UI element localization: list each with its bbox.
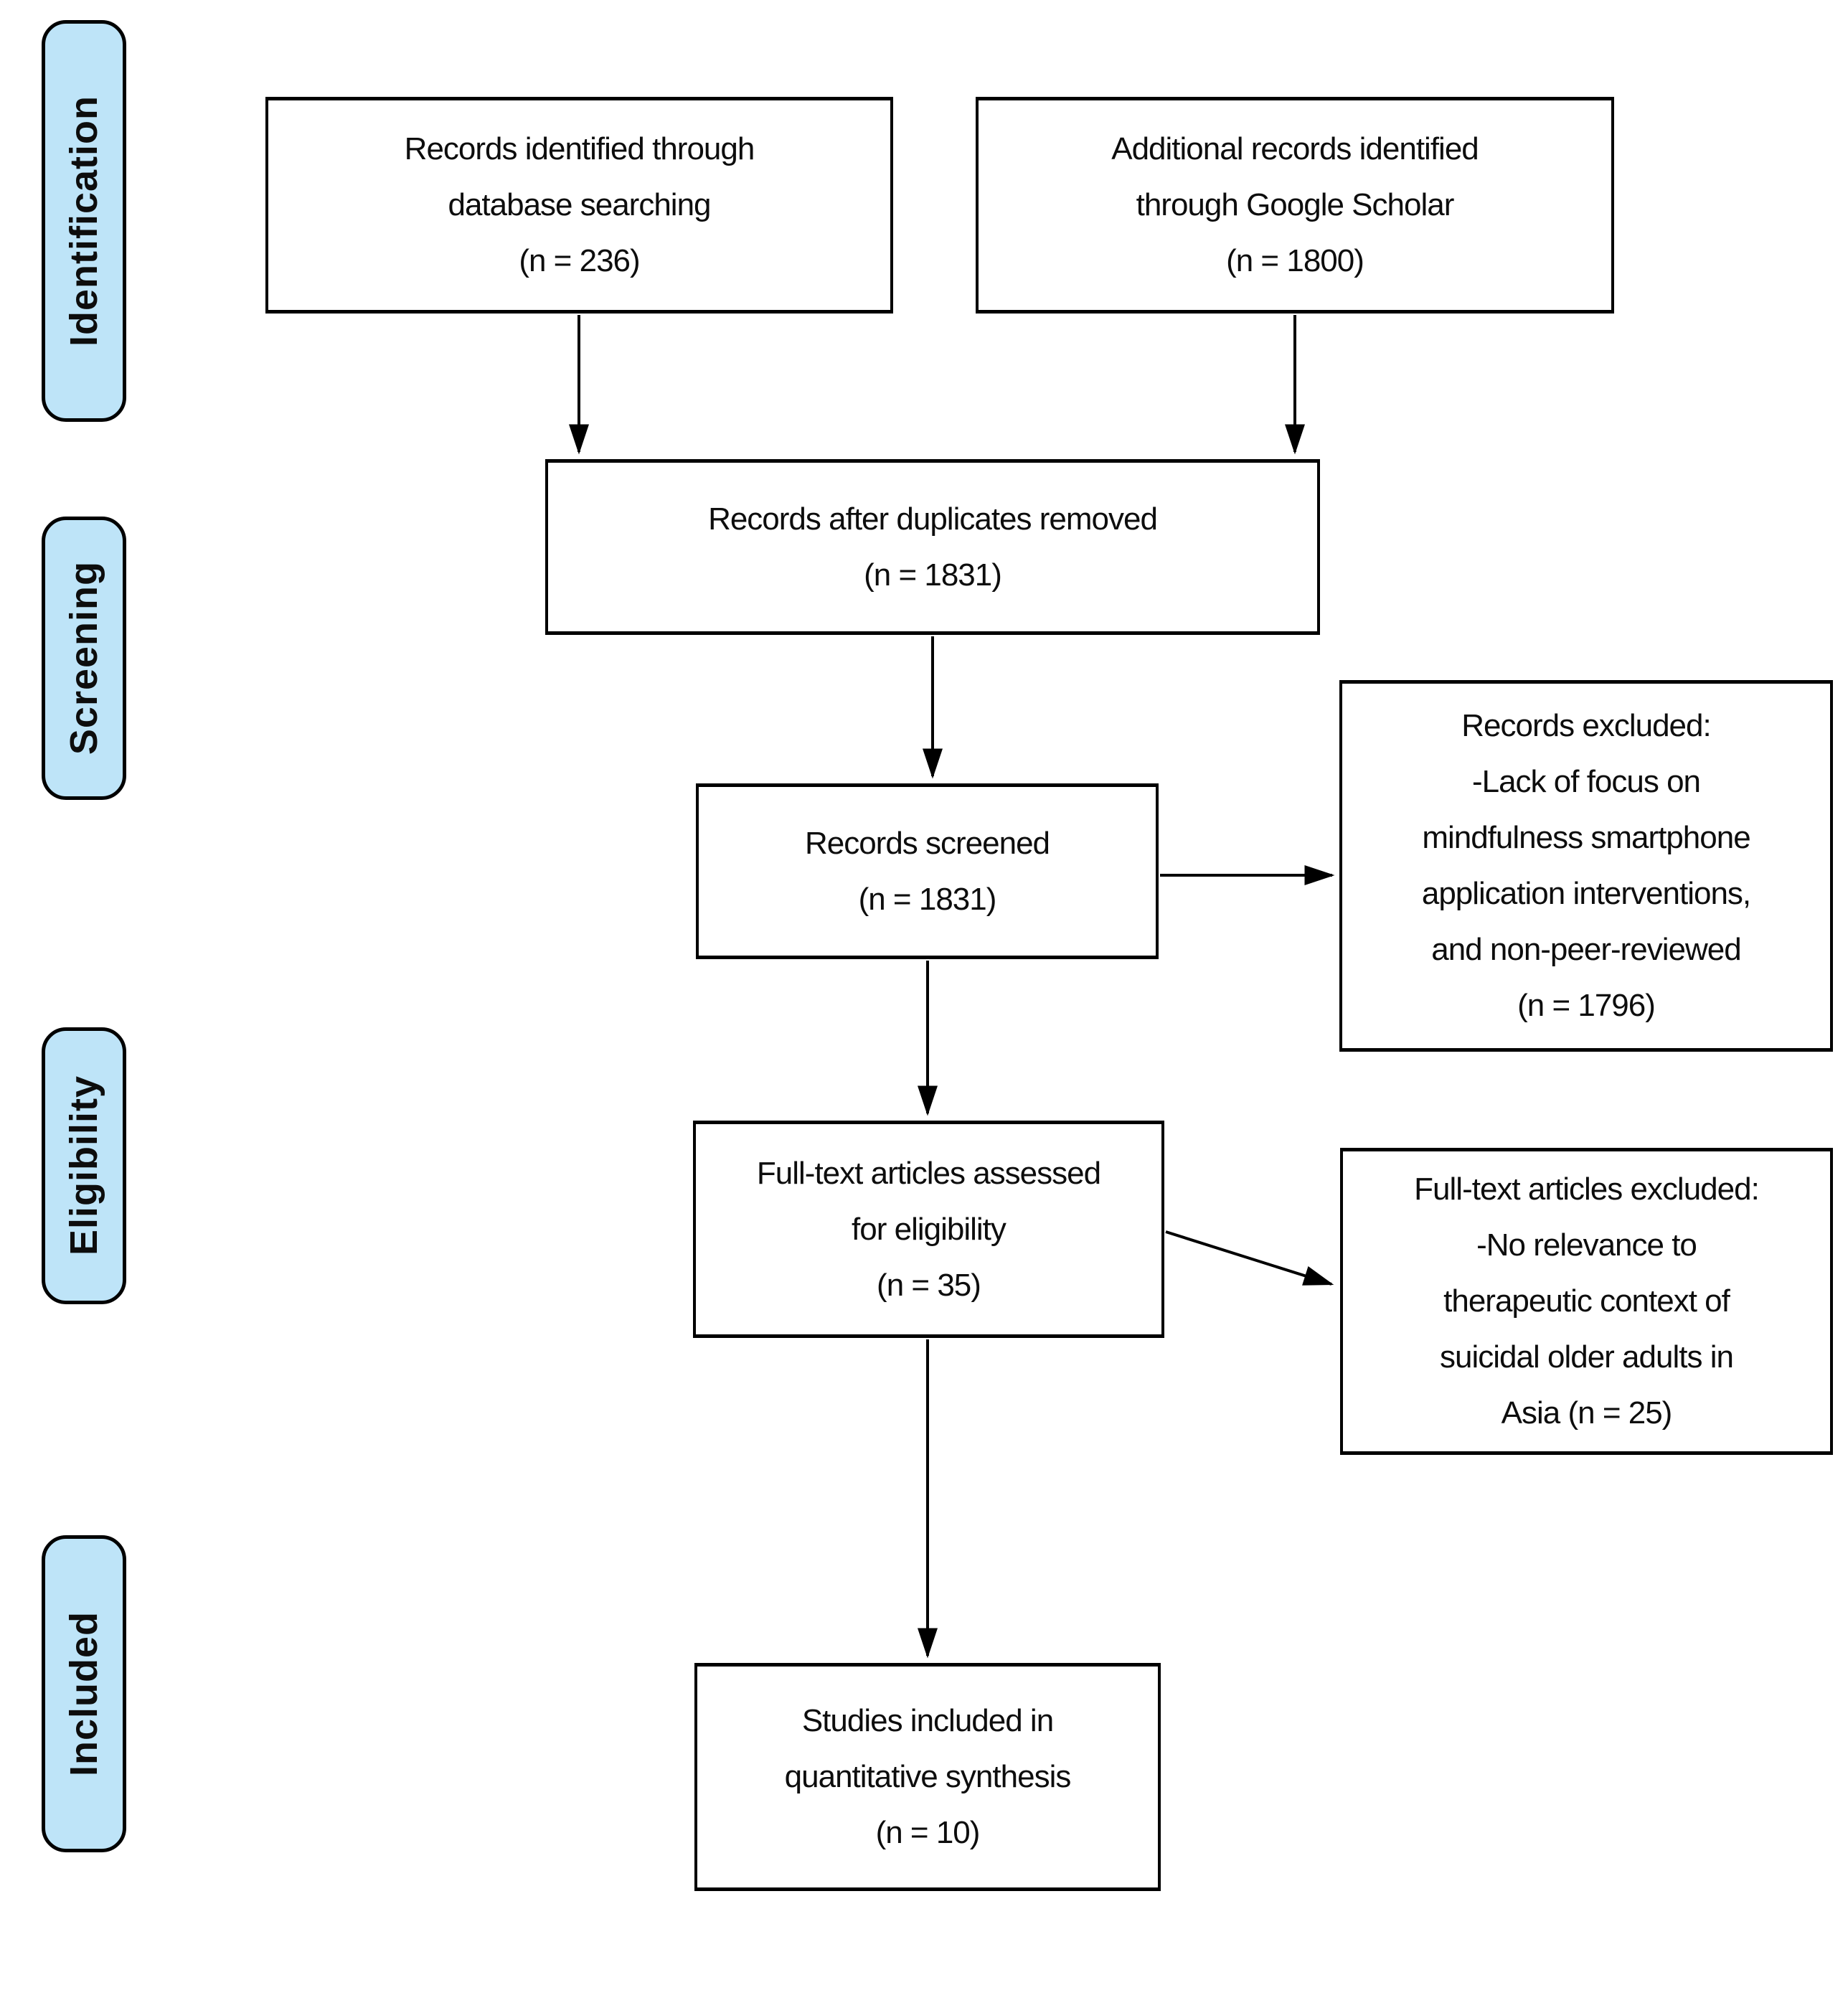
node-records-excluded-text: Records excluded: -Lack of focus on mind… (1421, 708, 1751, 1023)
arrow-fulltext-to-fulltext-excluded (1165, 1230, 1334, 1286)
stage-label-identification: Identification (62, 95, 105, 347)
stage-pill-included: Included (42, 1535, 126, 1852)
stage-label-eligibility: Eligibility (62, 1075, 105, 1256)
node-records-after-duplicates-removed: Records after duplicates removed (n = 18… (545, 459, 1320, 635)
node-additional-records-google-scholar: Additional records identified through Go… (976, 97, 1614, 314)
node-studies-included-text: Studies included in quantitative synthes… (784, 1703, 1072, 1850)
node-records-identified-database: Records identified through database sear… (265, 97, 893, 314)
stage-pill-screening: Screening (42, 517, 126, 800)
node-records-screened: Records screened (n = 1831) (696, 783, 1159, 959)
node-records-identified-database-text: Records identified through database sear… (404, 131, 755, 278)
stage-pill-identification: Identification (42, 20, 126, 422)
node-additional-records-google-scholar-text: Additional records identified through Go… (1111, 131, 1479, 278)
node-fulltext-excluded-text: Full-text articles excluded: -No relevan… (1414, 1172, 1760, 1430)
node-fulltext-excluded: Full-text articles excluded: -No relevan… (1340, 1148, 1833, 1455)
node-records-screened-text: Records screened (n = 1831) (804, 825, 1050, 917)
node-fulltext-assessed: Full-text articles assessed for eligibil… (693, 1121, 1164, 1338)
stage-label-included: Included (62, 1611, 105, 1776)
stage-label-screening: Screening (62, 561, 105, 755)
node-records-excluded: Records excluded: -Lack of focus on mind… (1339, 680, 1833, 1052)
stage-pill-eligibility: Eligibility (42, 1027, 126, 1304)
node-records-after-duplicates-removed-text: Records after duplicates removed (n = 18… (708, 501, 1158, 593)
node-fulltext-assessed-text: Full-text articles assessed for eligibil… (756, 1155, 1101, 1303)
node-studies-included: Studies included in quantitative synthes… (694, 1663, 1161, 1891)
